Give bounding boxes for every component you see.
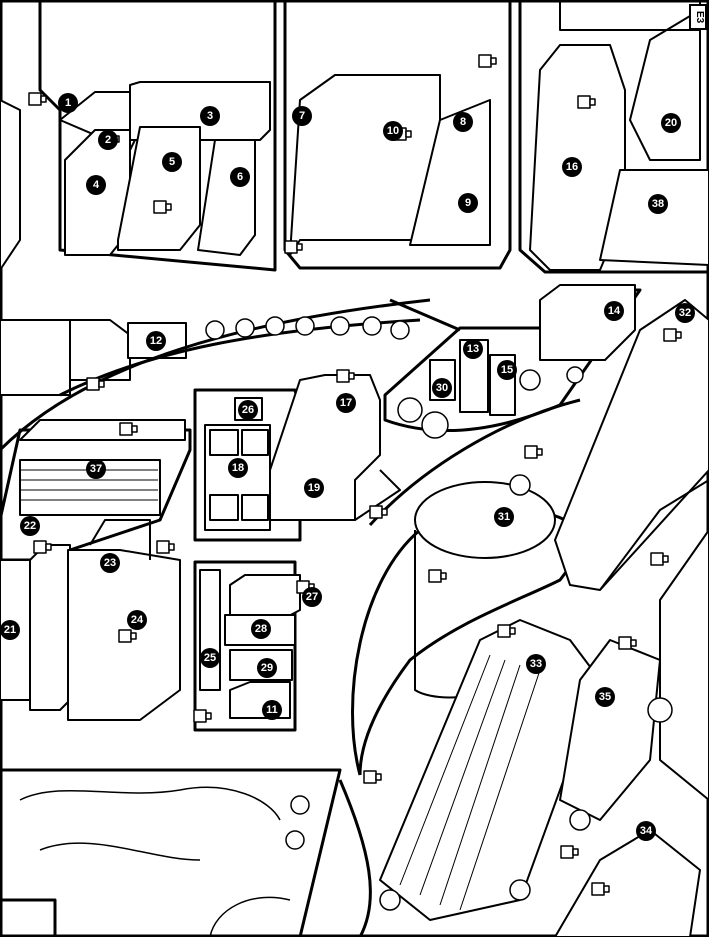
building-marker-33[interactable]: 33: [526, 654, 546, 674]
building-marker-11[interactable]: 11: [262, 700, 282, 720]
parking-garage-icon: [369, 505, 388, 519]
grid-reference-label: E3: [689, 4, 707, 30]
building-marker-27[interactable]: 27: [302, 587, 322, 607]
building-marker-7[interactable]: 7: [292, 106, 312, 126]
building-marker-18[interactable]: 18: [228, 458, 248, 478]
parking-garage-icon: [118, 629, 137, 643]
parking-garage-icons: [28, 54, 682, 896]
building-marker-35[interactable]: 35: [595, 687, 615, 707]
building-marker-15[interactable]: 15: [497, 360, 517, 380]
building-marker-16[interactable]: 16: [562, 157, 582, 177]
parking-garage-icon: [428, 569, 447, 583]
building-marker-38[interactable]: 38: [648, 194, 668, 214]
building-marker-10[interactable]: 10: [383, 121, 403, 141]
building-marker-23[interactable]: 23: [100, 553, 120, 573]
building-marker-4[interactable]: 4: [86, 175, 106, 195]
building-marker-32[interactable]: 32: [675, 303, 695, 323]
building-marker-8[interactable]: 8: [453, 112, 473, 132]
parking-garage-icon: [28, 92, 47, 106]
building-marker-2[interactable]: 2: [98, 130, 118, 150]
building-marker-24[interactable]: 24: [127, 610, 147, 630]
building-marker-14[interactable]: 14: [604, 301, 624, 321]
building-marker-17[interactable]: 17: [336, 393, 356, 413]
building-marker-1[interactable]: 1: [58, 93, 78, 113]
parking-garage-icon: [524, 445, 543, 459]
building-marker-26[interactable]: 26: [238, 400, 258, 420]
building-marker-9[interactable]: 9: [458, 193, 478, 213]
parking-garage-icon: [119, 422, 138, 436]
parking-garage-icon: [663, 328, 682, 342]
parking-garage-icon: [618, 636, 637, 650]
building-marker-25[interactable]: 25: [200, 648, 220, 668]
building-marker-22[interactable]: 22: [20, 516, 40, 536]
parking-garage-icon: [153, 200, 172, 214]
building-marker-37[interactable]: 37: [86, 459, 106, 479]
parking-garage-icon: [336, 369, 355, 383]
building-marker-31[interactable]: 31: [494, 507, 514, 527]
trees: [205, 316, 673, 911]
parking-garage-icon: [591, 882, 610, 896]
parking-garage-icon: [497, 624, 516, 638]
block-top-left: [38, 0, 277, 272]
building-marker-19[interactable]: 19: [304, 478, 324, 498]
building-marker-3[interactable]: 3: [200, 106, 220, 126]
parking-garage-icon: [86, 377, 105, 391]
parking-garage-icon: [156, 540, 175, 554]
parking-garage-icon: [33, 540, 52, 554]
parking-garage-icon: [577, 95, 596, 109]
building-marker-21[interactable]: 21: [0, 620, 20, 640]
building-marker-29[interactable]: 29: [257, 658, 277, 678]
building-marker-5[interactable]: 5: [162, 152, 182, 172]
parking-garage-icon: [650, 552, 669, 566]
building-marker-6[interactable]: 6: [230, 167, 250, 187]
building-marker-34[interactable]: 34: [636, 821, 656, 841]
building-marker-13[interactable]: 13: [463, 339, 483, 359]
building-marker-12[interactable]: 12: [146, 331, 166, 351]
parking-garage-icon: [478, 54, 497, 68]
building-marker-28[interactable]: 28: [251, 619, 271, 639]
parking-garage-icon: [560, 845, 579, 859]
parking-garage-icon: [284, 240, 303, 254]
parking-garage-icon: [363, 770, 382, 784]
building-marker-20[interactable]: 20: [661, 113, 681, 133]
building-marker-30[interactable]: 30: [432, 378, 452, 398]
block-top-right: [518, 0, 709, 274]
parking-garage-icon: [193, 709, 212, 723]
